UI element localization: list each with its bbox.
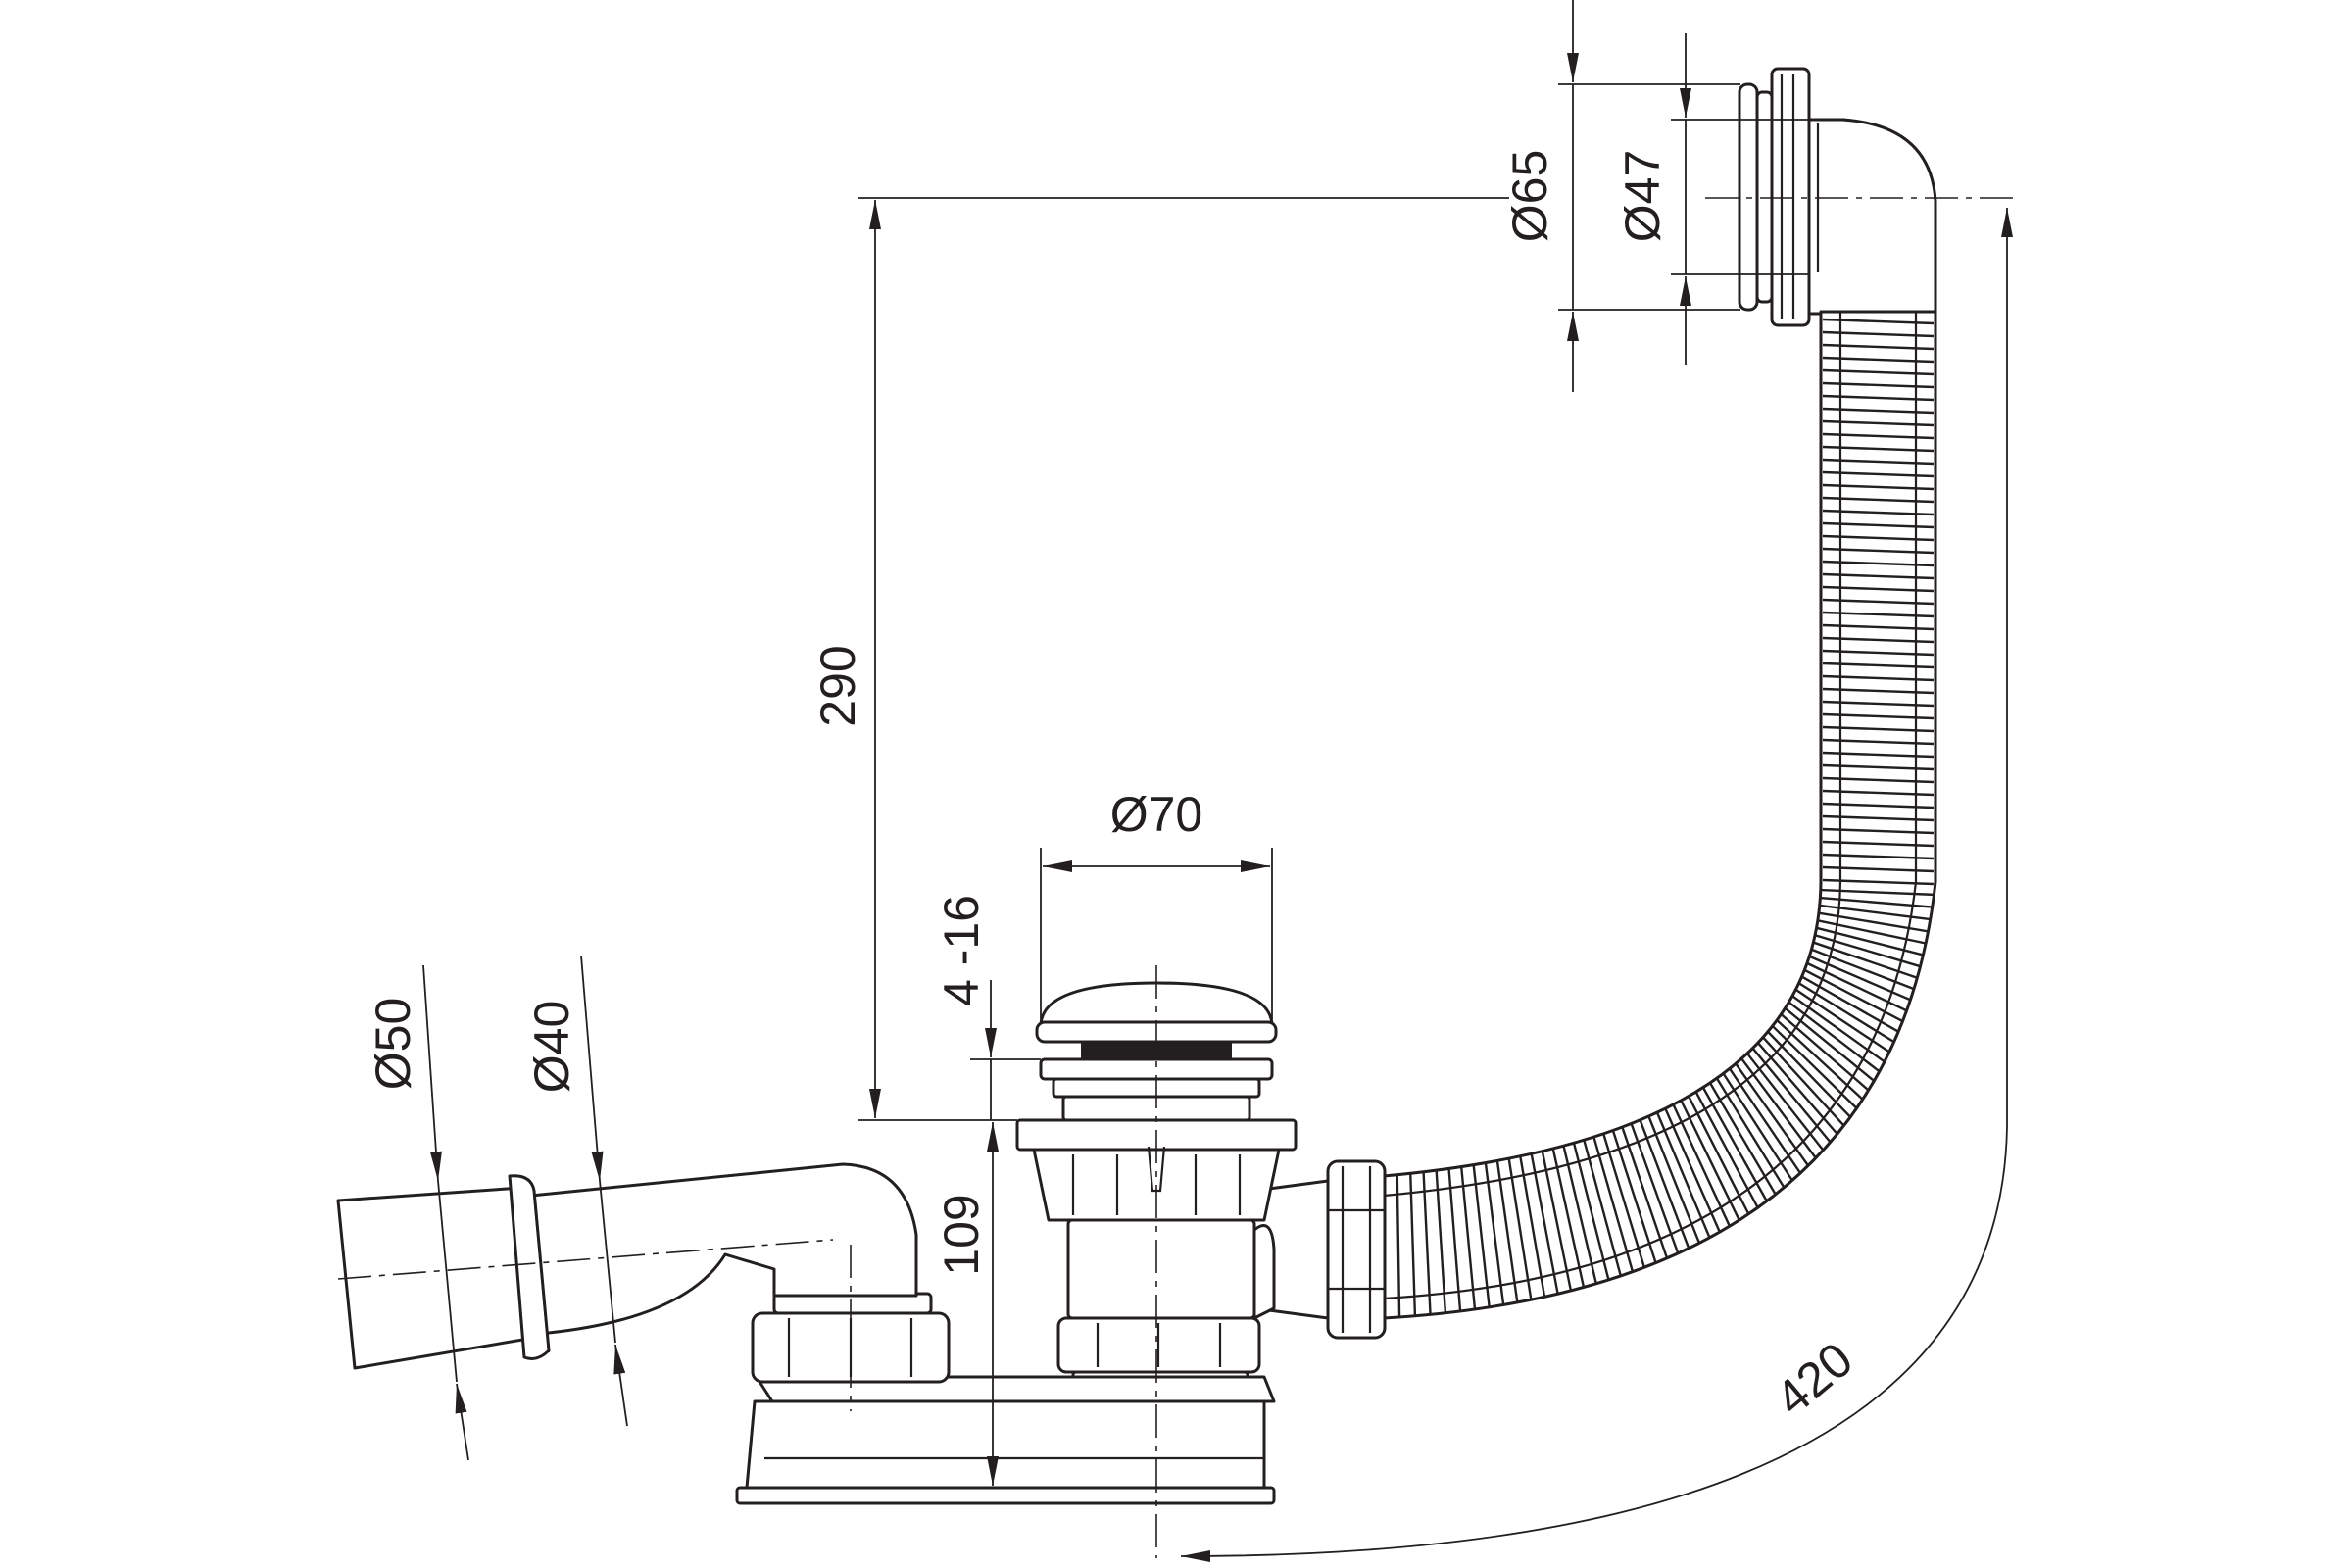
label-d65: Ø65: [1502, 150, 1557, 243]
label-d50: Ø50: [366, 998, 420, 1091]
connector-nut-body: [1326, 1159, 1387, 1340]
dimension-labels: Ø65 Ø47 290 Ø70 4 -16 109 Ø50 Ø40 420: [366, 150, 1863, 1427]
outlet-pipe: [336, 1162, 918, 1370]
label-d40: Ø40: [524, 1001, 579, 1094]
overflow-head: [1738, 67, 1937, 327]
label-d70: Ø70: [1110, 787, 1203, 842]
overflow-cover-plate: [1738, 82, 1759, 312]
outlet-pipe-elbow: [529, 1162, 918, 1337]
center-lines: [337, 197, 2019, 1558]
dimension-lines: [422, 0, 2013, 1562]
outlet-pipe-end: [336, 1186, 536, 1370]
label-d47: Ø47: [1615, 150, 1670, 243]
trap-base-plate: [735, 1486, 1276, 1505]
label-109: 109: [934, 1194, 989, 1275]
overflow-gasket: [1755, 90, 1774, 304]
label-290: 290: [810, 645, 865, 726]
drain-body-lower: [1066, 1218, 1256, 1320]
label-4-16: 4 -16: [934, 895, 989, 1006]
hose-body: [1382, 310, 1937, 1320]
drain-side-outlet: [1252, 1224, 1276, 1320]
overflow-flange: [1770, 67, 1811, 327]
label-420: 420: [1765, 1332, 1863, 1427]
overflow-elbow: [1807, 118, 1937, 316]
trap-base-body: [745, 1399, 1266, 1490]
flexible-corrugated-hose: [1382, 310, 1937, 1320]
